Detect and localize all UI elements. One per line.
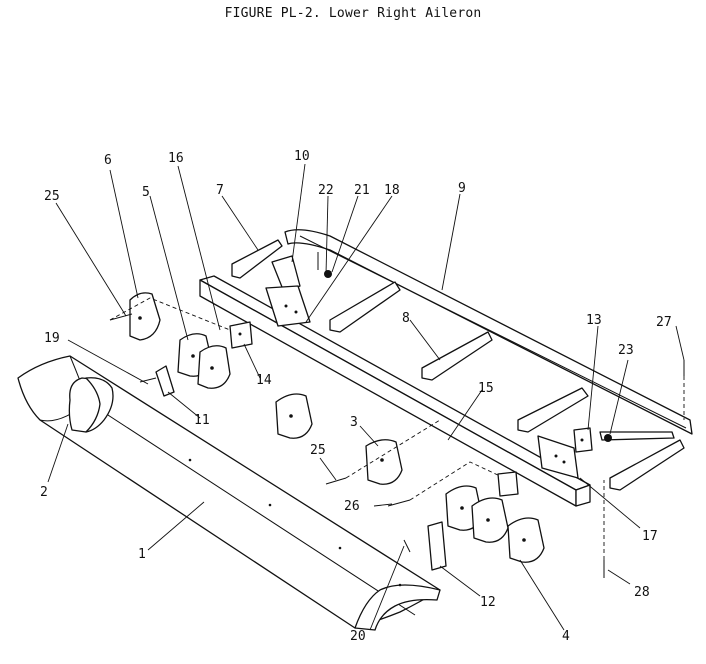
callout-11: 11 — [194, 413, 210, 428]
part-8-rib — [421, 331, 493, 381]
part-17-doubler — [537, 435, 579, 479]
callout-1: 1 — [138, 547, 146, 562]
callout-26: 26 — [344, 499, 360, 514]
rib-b — [329, 281, 401, 333]
callout-7: 7 — [216, 183, 224, 198]
rivet-holes — [138, 270, 612, 587]
part-4-bracket — [507, 517, 545, 563]
callout-16: 16 — [168, 151, 184, 166]
callout-22: 22 — [318, 183, 334, 198]
callout-25-top: 25 — [44, 189, 60, 204]
rib-d — [517, 387, 589, 433]
bracket-mid — [275, 393, 313, 439]
callout-14: 14 — [256, 373, 272, 388]
callout-19: 19 — [44, 331, 60, 346]
rib-f — [599, 431, 675, 441]
leader-lines — [47, 163, 685, 631]
figure-title: FIGURE PL-2. Lower Right Aileron — [224, 6, 482, 21]
assembly-lines — [109, 297, 685, 560]
ribs — [231, 239, 685, 491]
callout-18: 18 — [384, 183, 400, 198]
part-9-trailing-edge — [284, 229, 693, 435]
hinge-brackets — [129, 292, 545, 571]
part-12-plate — [427, 521, 447, 571]
callout-6: 6 — [104, 153, 112, 168]
part-10-hinge-fitting — [271, 255, 301, 293]
part-3-bracket — [365, 439, 403, 485]
callout-3: 3 — [350, 415, 358, 430]
callout-4: 4 — [562, 629, 570, 644]
part-16-main-spar — [199, 275, 591, 507]
callout-17: 17 — [642, 529, 658, 544]
part-2-end-cap — [68, 377, 114, 433]
bracket-5b — [197, 345, 231, 389]
callout-10: 10 — [294, 149, 310, 164]
callout-13: 13 — [586, 313, 602, 328]
callout-15: 15 — [478, 381, 494, 396]
callout-12: 12 — [480, 595, 496, 610]
part-7-rib — [231, 239, 283, 279]
callout-27: 27 — [656, 315, 672, 330]
callout-5: 5 — [142, 185, 150, 200]
callout-9: 9 — [458, 181, 466, 196]
callout-labels: 1 2 3 4 5 6 7 8 9 10 11 12 13 14 15 16 1… — [40, 149, 672, 644]
callout-23: 23 — [618, 343, 634, 358]
callout-2: 2 — [40, 485, 48, 500]
callout-25-mid: 25 — [310, 443, 326, 458]
bracket-pair-b — [471, 497, 509, 543]
callout-8: 8 — [402, 311, 410, 326]
doubler-mid — [497, 471, 519, 497]
callout-21: 21 — [354, 183, 370, 198]
part-11-fitting — [155, 365, 175, 397]
part-18-doubler — [265, 285, 311, 327]
rib-e — [609, 439, 685, 491]
callout-20: 20 — [350, 629, 366, 644]
callout-28: 28 — [634, 585, 650, 600]
